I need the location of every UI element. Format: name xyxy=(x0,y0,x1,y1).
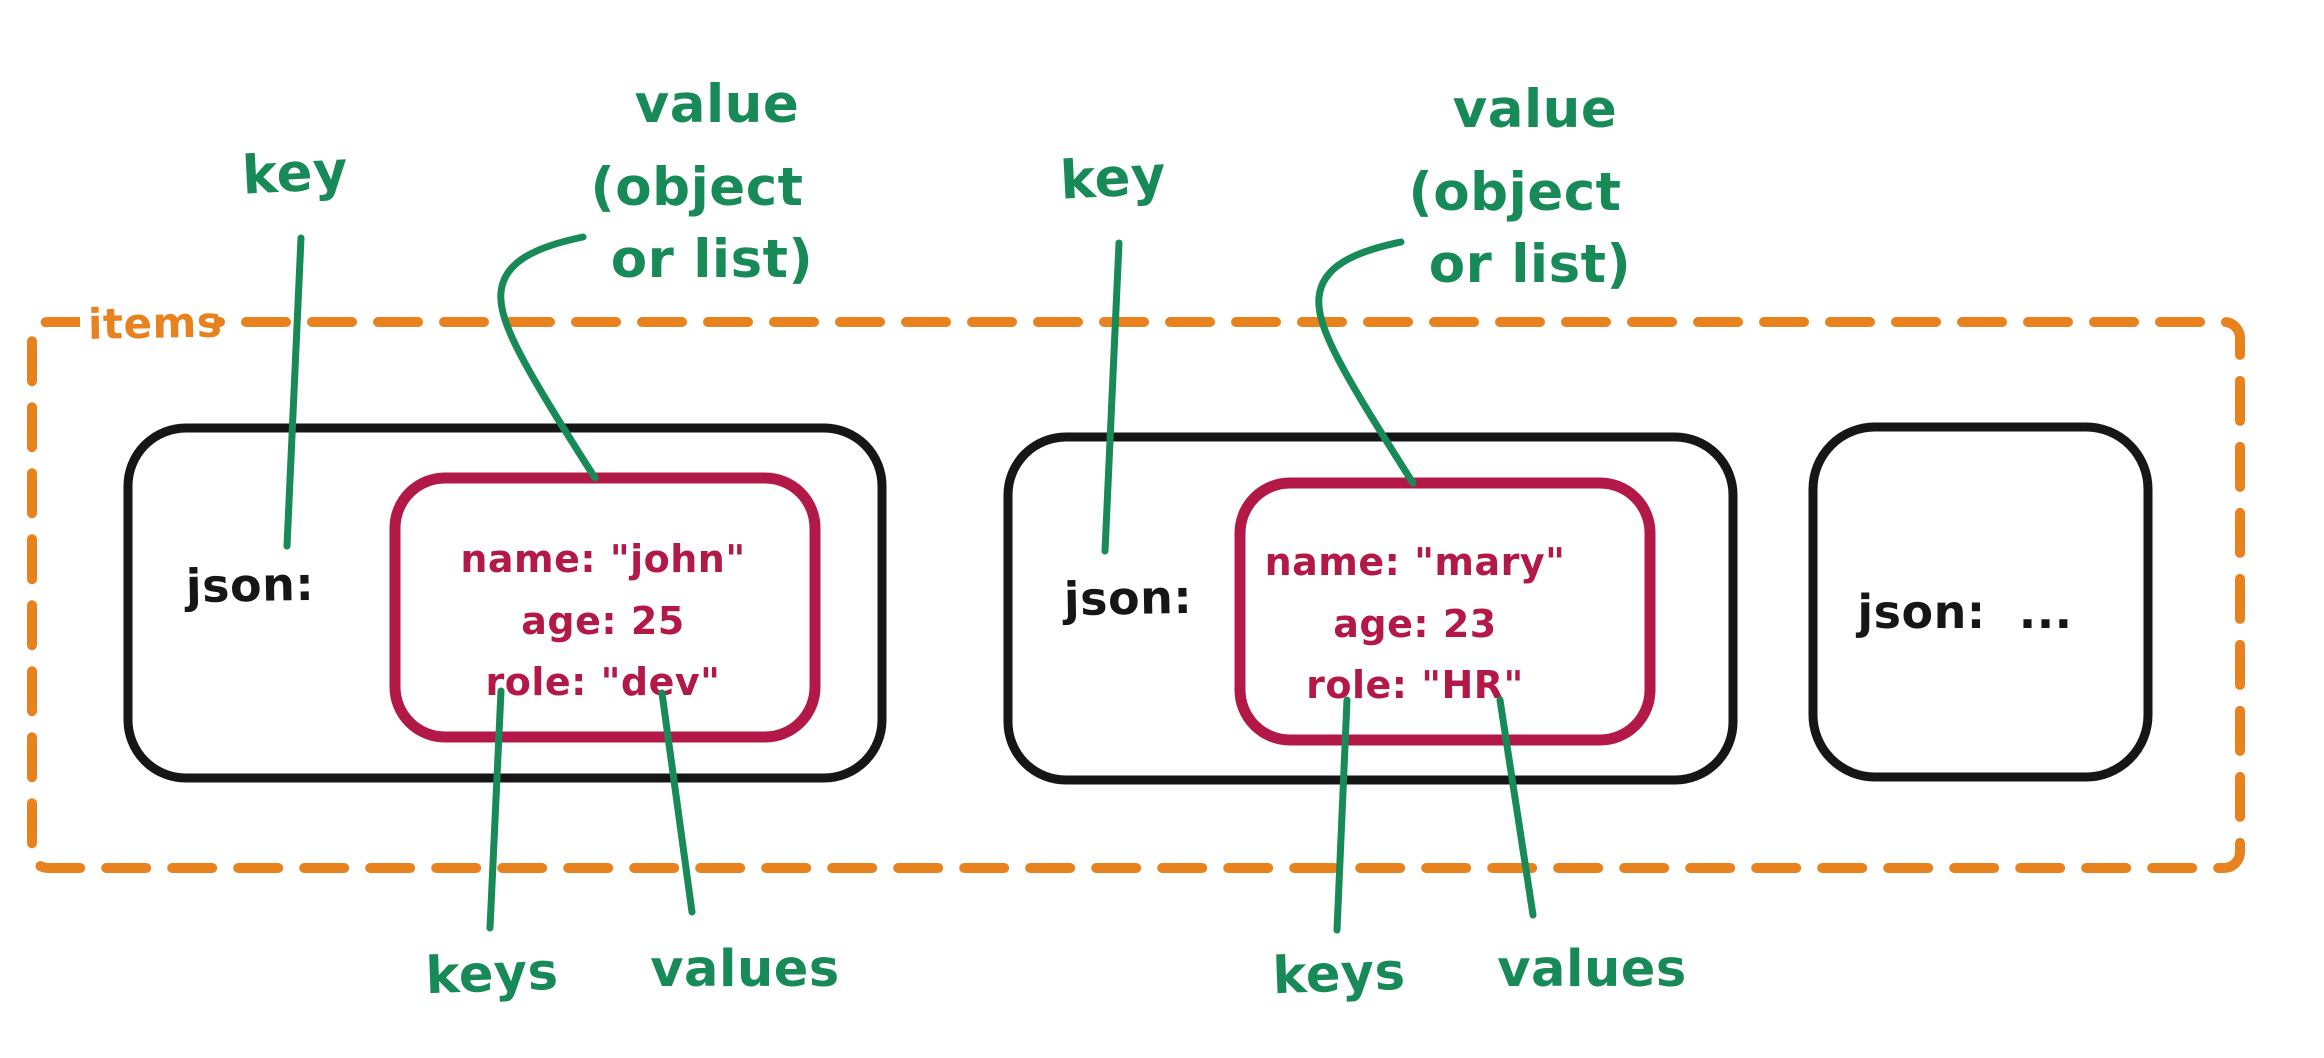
items-label-backing xyxy=(80,292,214,350)
values-callout-line-2 xyxy=(1496,696,1537,919)
card-1-object-line-2: age: 25 xyxy=(521,599,684,643)
value-callout-label-1-line3: or list) xyxy=(611,229,813,290)
value-callout-label-1-line1: value xyxy=(635,74,800,135)
value-callout-label-1-line2: (object xyxy=(591,157,804,218)
key-callout-line-2 xyxy=(1101,239,1123,555)
card-2-object-box xyxy=(1234,477,1656,746)
card-2-object-line-3: role: "HR" xyxy=(1306,663,1524,707)
record-card-2 xyxy=(1003,432,1738,785)
values-callout-label-1: values xyxy=(650,940,839,999)
card-2-object-line-1: name: "mary" xyxy=(1265,540,1566,584)
record-card-3 xyxy=(1808,422,2153,782)
values-callout-line-1 xyxy=(658,689,696,916)
key-callout-line-1 xyxy=(283,234,305,550)
keys-callout-line-1 xyxy=(486,687,505,932)
card-1-key-label: json: xyxy=(183,557,314,613)
keys-callout-line-2 xyxy=(1333,696,1351,934)
key-callout-label-1: key xyxy=(241,140,350,206)
value-callout-curve-1 xyxy=(497,233,599,482)
items-array-boundary xyxy=(27,317,2245,873)
card-2-key-label: json: xyxy=(1061,570,1192,626)
card-3-key-label: json: ... xyxy=(1855,585,2072,639)
values-callout-label-2: values xyxy=(1497,940,1686,999)
keys-callout-label-2: keys xyxy=(1272,943,1407,1007)
card-2-object-line-2: age: 23 xyxy=(1333,602,1496,646)
keys-callout-label-1: keys xyxy=(425,943,560,1007)
value-callout-label-2-line1: value xyxy=(1453,79,1618,140)
key-callout-label-2: key xyxy=(1059,145,1168,211)
value-callout-label-2-line2: (object xyxy=(1409,162,1622,223)
value-callout-label-2-line3: or list) xyxy=(1429,234,1631,295)
record-card-1 xyxy=(123,423,887,783)
card-1-object-line-3: role: "dev" xyxy=(486,660,721,704)
card-1-object-box xyxy=(389,472,821,743)
value-callout-curve-2 xyxy=(1315,238,1417,487)
items-label: items xyxy=(88,298,223,349)
card-1-object-line-1: name: "john" xyxy=(460,537,745,581)
